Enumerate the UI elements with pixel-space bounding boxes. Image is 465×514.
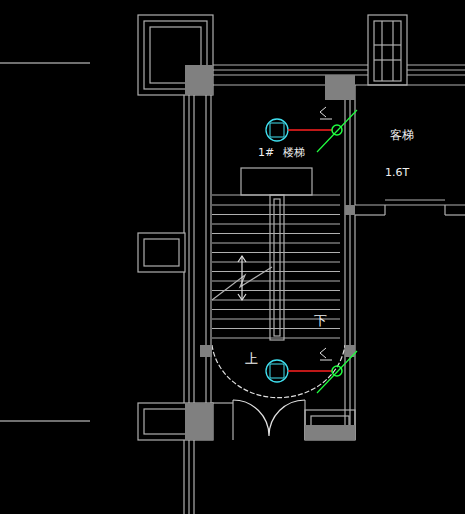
- stair-tread: [212, 271, 340, 272]
- stair-tread: [212, 223, 340, 224]
- stair-tread: [212, 233, 340, 234]
- stair-tread: [212, 280, 340, 281]
- stair-tread: [212, 299, 340, 300]
- stair-tread: [212, 204, 340, 205]
- stair-tread: [212, 261, 340, 262]
- stair-tread: [212, 328, 340, 329]
- room-label: 1.6T: [385, 167, 409, 178]
- stair-tread: [212, 337, 340, 338]
- stair-tread: [212, 309, 340, 310]
- room-label: 下: [314, 314, 327, 327]
- room-label: 楼梯: [283, 147, 305, 158]
- room-label: 上: [245, 352, 258, 365]
- stair-tread: [212, 214, 340, 215]
- room-label: 客梯: [390, 129, 414, 141]
- stair-tread: [212, 290, 340, 291]
- stair-tread: [212, 252, 340, 253]
- stair-tread: [212, 242, 340, 243]
- room-label: 1#: [258, 147, 274, 158]
